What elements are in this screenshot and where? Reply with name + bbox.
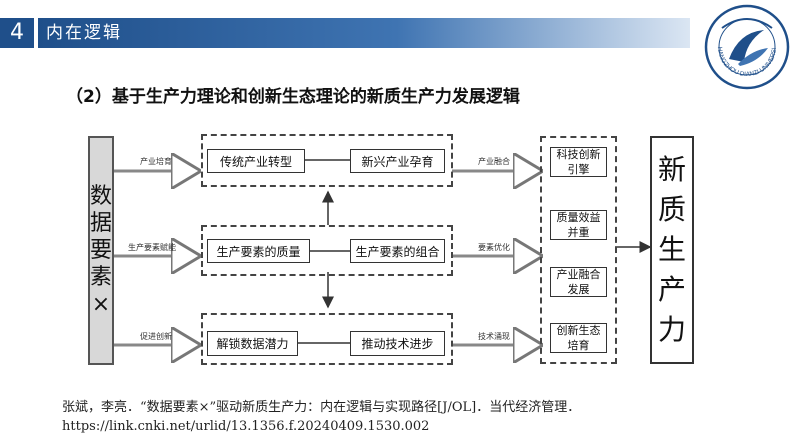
input-label-2: 生产要素赋能 — [128, 243, 176, 252]
tech-progress-box: 推动技术进步 — [350, 331, 445, 356]
outcomes-group — [540, 136, 617, 364]
logo-emblem-icon — [729, 30, 764, 62]
outcome-innovation-ecosystem: 创新生态 培育 — [550, 323, 607, 353]
emerging-industry-box: 新兴产业孕育 — [350, 149, 445, 173]
new-productivity-label: 新 质 生 产 力 — [657, 153, 686, 346]
citation: 张斌，李亮．“数据要素×”驱动新质生产力：内在逻辑与实现路径[J/OL]．当代经… — [62, 398, 580, 436]
row-group-1 — [201, 134, 453, 187]
outcome-label-2: 质量效益 并重 — [556, 211, 601, 239]
page-subtitle: （2）基于生产力理论和创新生态理论的新质生产力发展逻辑 — [66, 87, 520, 107]
outcome-industry-integration: 产业融合 发展 — [550, 267, 607, 297]
data-elements-label: 数 据 要 素 × — [90, 184, 113, 317]
row-group-3 — [201, 313, 453, 365]
output-label-2: 要素优化 — [478, 243, 510, 252]
factor-combination-label: 生产要素的组合 — [355, 244, 440, 259]
output-label-3: 技术涌现 — [478, 332, 510, 341]
input-label-1: 产业培育 — [140, 157, 172, 166]
new-productivity-box: 新 质 生 产 力 — [650, 136, 694, 364]
data-elements-box: 数 据 要 素 × — [88, 136, 114, 365]
section-number: 4 — [0, 18, 34, 48]
university-logo: HANGZHOU DIANZI UNIVERSITY — [704, 4, 790, 90]
data-potential-box: 解锁数据潜力 — [207, 331, 298, 356]
outcome-label-1: 科技创新 引擎 — [556, 148, 601, 176]
citation-url: https://link.cnki.net/urlid/13.1356.f.20… — [62, 419, 430, 434]
emerging-industry-label: 新兴产业孕育 — [361, 154, 434, 169]
section-title: 内在逻辑 — [46, 23, 122, 43]
outcome-tech-innovation: 科技创新 引擎 — [550, 147, 607, 177]
row-group-2 — [201, 225, 453, 276]
input-label-3: 促进创新 — [140, 332, 172, 341]
traditional-industry-box: 传统产业转型 — [207, 149, 305, 173]
citation-line-1: 张斌，李亮．“数据要素×”驱动新质生产力：内在逻辑与实现路径[J/OL]．当代经… — [62, 400, 581, 415]
outcome-quality-efficiency: 质量效益 并重 — [550, 210, 607, 240]
factor-quality-label: 生产要素的质量 — [216, 244, 301, 259]
output-label-1: 产业融合 — [478, 157, 510, 166]
header-bar — [38, 18, 690, 48]
traditional-industry-label: 传统产业转型 — [219, 154, 292, 169]
factor-quality-box: 生产要素的质量 — [207, 239, 310, 263]
data-potential-label: 解锁数据潜力 — [216, 337, 289, 351]
tech-progress-label: 推动技术进步 — [361, 337, 434, 351]
outcome-label-3: 产业融合 发展 — [556, 268, 601, 296]
outcome-label-4: 创新生态 培育 — [556, 324, 601, 352]
factor-combination-box: 生产要素的组合 — [350, 239, 445, 263]
